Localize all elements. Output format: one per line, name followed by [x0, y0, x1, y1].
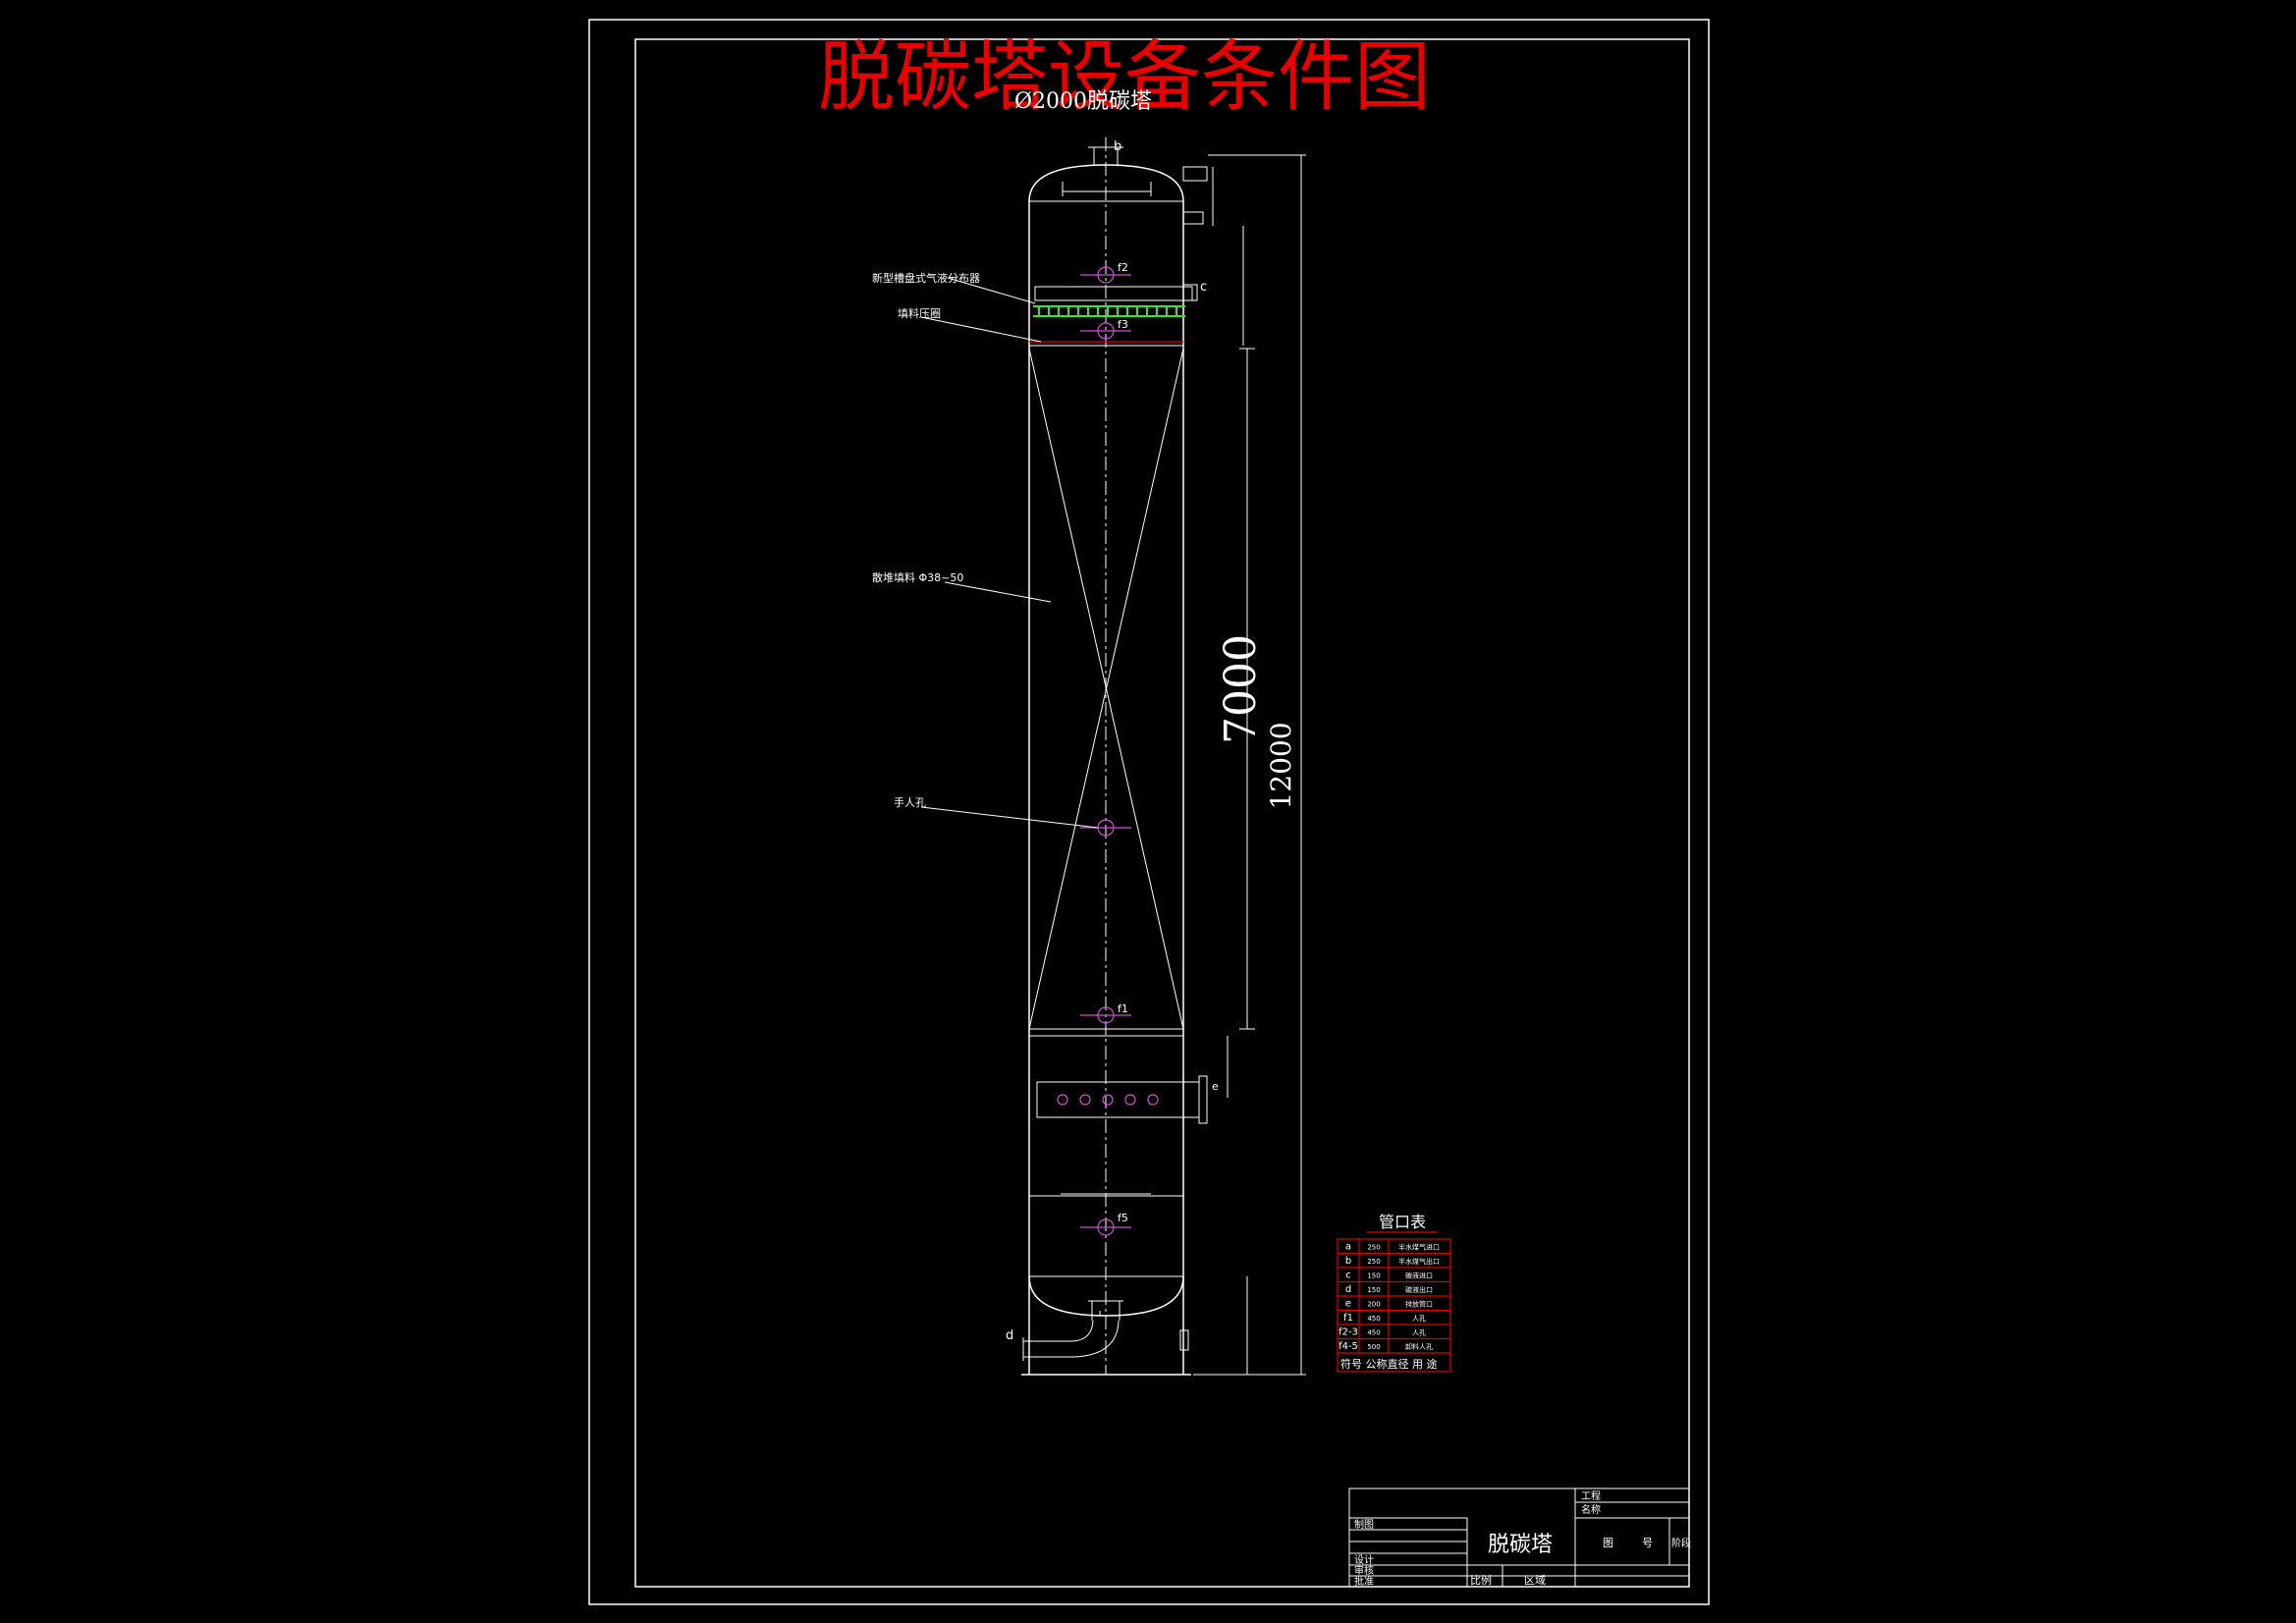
nozzle-symbol: d: [1345, 1284, 1351, 1295]
nozzle-use: 卸料人孔: [1405, 1342, 1433, 1351]
nozzle-table-grid: [1338, 1239, 1450, 1354]
nozzle-dn: 250: [1367, 1244, 1380, 1252]
column-vessel: b f2 f3: [1006, 137, 1219, 1376]
tb-eng-label-2: 名称: [1581, 1503, 1601, 1516]
table-row: e 200 排放管口: [1345, 1299, 1433, 1310]
vessel-title: Ø2000脱碳塔: [1014, 89, 1152, 114]
distributor-hole-1: [1057, 1094, 1068, 1106]
table-row: d 150 碳液出口: [1345, 1284, 1433, 1295]
nozzle-use: 人孔: [1412, 1315, 1426, 1323]
distributor-hole-2: [1079, 1094, 1091, 1106]
liquid-distributor-pan: [1034, 286, 1193, 301]
bottom-outlet-elbow: [1023, 1320, 1120, 1358]
table-row: c 150 碳液进口: [1345, 1271, 1433, 1281]
nozzle-symbol: a: [1345, 1242, 1351, 1253]
table-row: f1 450 人孔: [1343, 1313, 1426, 1324]
tb-label-review: 审核: [1354, 1564, 1374, 1577]
table-row: f2-3 450 人孔: [1339, 1327, 1426, 1338]
manhole-f3-label: f3: [1118, 318, 1128, 331]
liquid-distributor-grid: [1033, 305, 1185, 317]
packing-cross-2: [1028, 348, 1184, 1030]
nozzle-use: 人孔: [1412, 1329, 1426, 1337]
nozzle-table-title: 管口表: [1379, 1213, 1426, 1231]
nozzle-dn: 150: [1367, 1272, 1380, 1280]
nozzle-symbol: f4-5: [1339, 1341, 1358, 1352]
nozzle-d-label: d: [1006, 1328, 1013, 1343]
gas-inlet-flange: [1198, 1075, 1208, 1124]
callout-distributor: 新型槽盘式气液分布器: [872, 271, 980, 285]
nozzle-e-label: e: [1212, 1080, 1219, 1093]
title-block-frame: [1348, 1488, 1690, 1588]
leader-packing: [944, 581, 1052, 603]
nozzle-use: 碳液出口: [1405, 1285, 1433, 1294]
tb-num-label: 号: [1642, 1537, 1653, 1549]
distributor-hole-3: [1102, 1094, 1114, 1106]
nozzle-table-rows: a 250 半水煤气进口 b 250 半水煤气出口 c 150 碳液进口 d 150 碳液出口 e 200…: [1339, 1242, 1440, 1353]
nozzle-symbol: b: [1345, 1256, 1351, 1267]
nozzle-symbol: f2-3: [1339, 1327, 1358, 1338]
dimension-12000: 12000: [1265, 722, 1297, 809]
tb-label-design: 设计: [1354, 1553, 1374, 1566]
nozzle-symbol: f1: [1343, 1313, 1353, 1324]
nozzle-table: 管口表 a 250 半水煤气进口 b 250 半水煤气出口 c 150 碳液进口 d 150 碳液出口…: [1337, 1213, 1451, 1373]
dimension-7000: 7000: [1216, 634, 1266, 744]
nozzle-dn: 500: [1367, 1343, 1380, 1351]
nozzle-symbol: e: [1345, 1299, 1351, 1310]
nozzle-upper-right: [1182, 211, 1204, 225]
callout-holddown: 填料压圈: [898, 306, 941, 320]
skirt-vent: [1179, 1329, 1189, 1351]
callouts: 新型槽盘式气液分布器 填料压圈 散堆填料 Φ38~50 手人孔: [872, 271, 1099, 829]
leader-distributor: [947, 277, 1036, 304]
nozzle-b-label: b: [1114, 139, 1121, 154]
nozzle-c: [1182, 284, 1198, 301]
tb-region-label: 区域: [1524, 1574, 1546, 1587]
nozzle-table-footer: 符号 公称直径 用 途: [1340, 1357, 1438, 1371]
table-row: b 250 半水煤气出口: [1345, 1256, 1440, 1267]
nozzle-dn: 150: [1367, 1286, 1380, 1294]
tb-doc-label: 图: [1603, 1537, 1613, 1549]
tb-eng-label-1: 工程: [1581, 1490, 1601, 1502]
leader-manhole: [920, 806, 1099, 829]
tb-label-approve: 批准: [1354, 1575, 1374, 1588]
manhole-f5-label: f5: [1118, 1212, 1128, 1224]
callout-packing: 散堆填料 Φ38~50: [872, 570, 963, 584]
nozzle-c-label: c: [1200, 280, 1207, 295]
nozzle-use: 半水煤气出口: [1398, 1257, 1440, 1266]
nozzle-dn: 200: [1367, 1301, 1380, 1309]
nozzle-use: 排放管口: [1405, 1300, 1433, 1309]
tb-scale-label: 比例: [1470, 1573, 1492, 1587]
manhole-f1-label: f1: [1118, 1002, 1128, 1015]
nozzle-use: 半水煤气进口: [1398, 1243, 1440, 1252]
table-row: a 250 半水煤气进口: [1345, 1242, 1440, 1253]
distributor-hole-4: [1124, 1094, 1136, 1106]
sheet-outer-border: [588, 19, 1710, 1605]
nozzle-top-right: [1182, 166, 1208, 182]
bottom-outlet-neck: [1088, 1300, 1123, 1321]
nozzle-dn: 250: [1367, 1258, 1380, 1266]
title-block: 脱碳塔 制图 设计 审核 批准 比例 区域 图 号 阶段 工程 名称: [1348, 1488, 1691, 1588]
distributor-hole-5: [1147, 1094, 1159, 1106]
nozzle-use: 碳液进口: [1405, 1271, 1433, 1280]
nozzle-symbol: c: [1345, 1271, 1351, 1281]
nozzle-table-frame: [1337, 1238, 1451, 1373]
sheet-inner-border: [634, 38, 1690, 1588]
gas-inlet-distributor: [1036, 1081, 1200, 1118]
dimension-lines: 7000 12000: [1061, 154, 1306, 1376]
nozzle-dn: 450: [1367, 1329, 1380, 1337]
tb-label-draw: 制图: [1354, 1518, 1374, 1531]
leader-holddown: [920, 316, 1042, 343]
callout-manhole: 手人孔: [894, 795, 926, 809]
liquid-distributor-channels: [1038, 306, 1177, 316]
nozzle-dn: 450: [1367, 1315, 1380, 1323]
table-row: f4-5 500 卸料人孔: [1339, 1341, 1433, 1352]
tb-sheet-label: 阶段: [1671, 1537, 1691, 1549]
main-title: 脱碳塔设备条件图: [818, 33, 1431, 122]
manhole-f2-label: f2: [1118, 261, 1128, 274]
drawing-name: 脱碳塔: [1488, 1533, 1553, 1557]
